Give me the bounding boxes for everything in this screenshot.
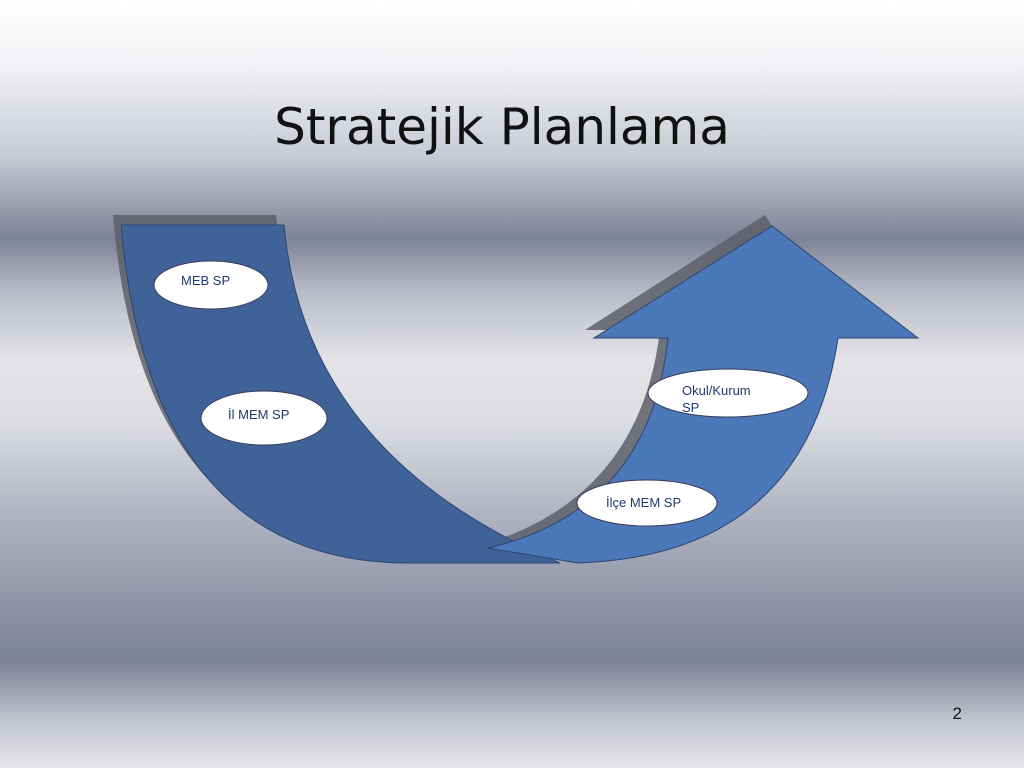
oval-okul-kurum-sp bbox=[647, 368, 809, 418]
node-label-ilce-mem-sp: İlçe MEM SP bbox=[606, 495, 682, 510]
node-label-okul-kurum-sp: Okul/Kurum SP bbox=[682, 383, 751, 415]
node-label-il-mem-sp: İl MEM SP bbox=[228, 407, 290, 422]
page-number: 2 bbox=[952, 704, 962, 723]
oval-meb-sp bbox=[153, 260, 269, 310]
oval-ilce-mem-sp bbox=[576, 479, 718, 527]
node-label-meb-sp: MEB SP bbox=[181, 273, 231, 288]
left-band bbox=[120, 224, 561, 564]
slide-title: Stratejik Planlama bbox=[274, 98, 730, 156]
oval-il-mem-sp bbox=[200, 390, 328, 446]
